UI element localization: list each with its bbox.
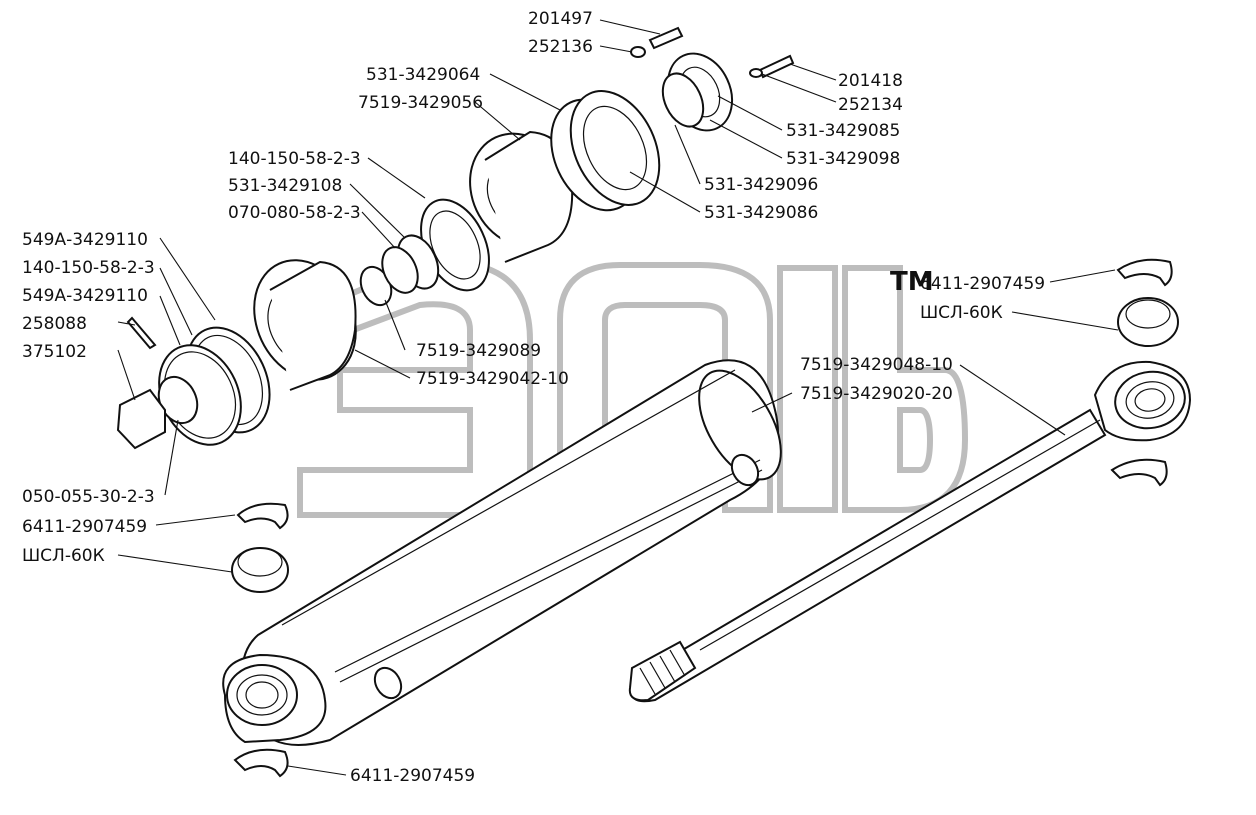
label-7519-3429056: 7519-3429056 — [358, 93, 483, 113]
label-7519-3429042-10: 7519-3429042-10 — [416, 369, 569, 389]
label-375102: 375102 — [22, 342, 87, 362]
cylinder-body — [222, 359, 782, 746]
label-531-3429098: 531-3429098 — [786, 149, 900, 169]
label-201418: 201418 — [838, 71, 903, 91]
label-201497: 201497 — [528, 9, 593, 29]
label-140-150-58-2-3-top: 140-150-58-2-3 — [228, 149, 361, 169]
label-531-3429096: 531-3429096 — [704, 175, 818, 195]
label-6411-2907459-left: 6411-2907459 — [22, 517, 147, 537]
piston-assembly — [116, 259, 393, 450]
label-531-3429086: 531-3429086 — [704, 203, 818, 223]
label-070-080-58-2-3: 070-080-58-2-3 — [228, 203, 361, 223]
label-6411-2907459-right: 6411-2907459 — [920, 274, 1045, 294]
label-7519-3429020-20: 7519-3429020-20 — [800, 384, 953, 404]
leader-lines — [117, 19, 1119, 776]
label-531-3429085: 531-3429085 — [786, 121, 900, 141]
label-531-3429064: 531-3429064 — [366, 65, 480, 85]
label-531-3429108: 531-3429108 — [228, 176, 342, 196]
label-shsl-60k-left: ШСЛ-60К — [22, 546, 105, 566]
label-252134: 252134 — [838, 95, 903, 115]
label-7519-3429089: 7519-3429089 — [416, 341, 541, 361]
label-549a-3429110-top: 549А-3429110 — [22, 230, 148, 250]
label-549a-3429110-mid: 549А-3429110 — [22, 286, 148, 306]
label-252136: 252136 — [528, 37, 593, 57]
part-labels: 201497 252136 201418 252134 531-3429064 … — [22, 9, 1045, 786]
label-shsl-60k-right: ШСЛ-60К — [920, 303, 1003, 323]
label-050-055-30-2-3: 050-055-30-2-3 — [22, 487, 155, 507]
spherical-bearings-and-rings — [231, 258, 1179, 778]
label-6411-2907459-bottom: 6411-2907459 — [350, 766, 475, 786]
watermark-tm: TM — [890, 267, 934, 297]
label-258088: 258088 — [22, 314, 87, 334]
label-7519-3429048-10: 7519-3429048-10 — [800, 355, 953, 375]
label-140-150-58-2-3-left: 140-150-58-2-3 — [22, 258, 155, 278]
piston-rod — [628, 360, 1192, 703]
